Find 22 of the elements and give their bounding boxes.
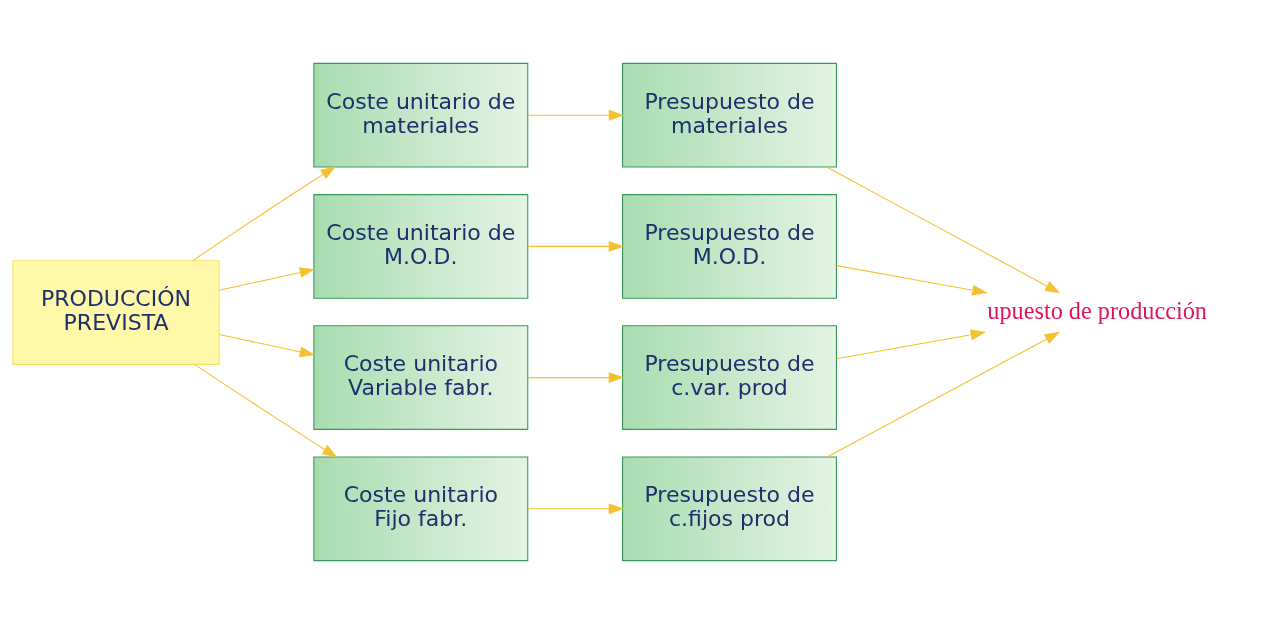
arrow: [826, 166, 1061, 294]
node-box: Coste unitario Variable fabr.: [313, 325, 529, 430]
node-box: Presupuesto de c.fijos prod: [622, 456, 837, 562]
arrow: [192, 166, 337, 262]
arrow: [527, 372, 625, 383]
arrow: [527, 241, 625, 252]
node-box: Coste unitario Fijo fabr.: [313, 456, 529, 562]
node-box: Coste unitario de M.O.D.: [313, 194, 529, 299]
node-text: upuesto de producción: [987, 296, 1207, 324]
node-box: PRODUCCIÓN PREVISTA: [12, 260, 220, 365]
arrow: [826, 331, 1061, 458]
arrow: [527, 503, 625, 515]
arrow: [836, 265, 988, 296]
arrow: [194, 364, 338, 458]
arrow: [527, 109, 625, 121]
arrow: [218, 267, 316, 291]
node-box: Coste unitario de materiales: [313, 62, 529, 168]
node-box: Presupuesto de M.O.D.: [622, 194, 837, 299]
node-box: Presupuesto de c.var. prod: [622, 325, 837, 430]
arrow: [836, 329, 987, 360]
arrow: [218, 333, 316, 358]
node-box: Presupuesto de materiales: [622, 62, 837, 168]
